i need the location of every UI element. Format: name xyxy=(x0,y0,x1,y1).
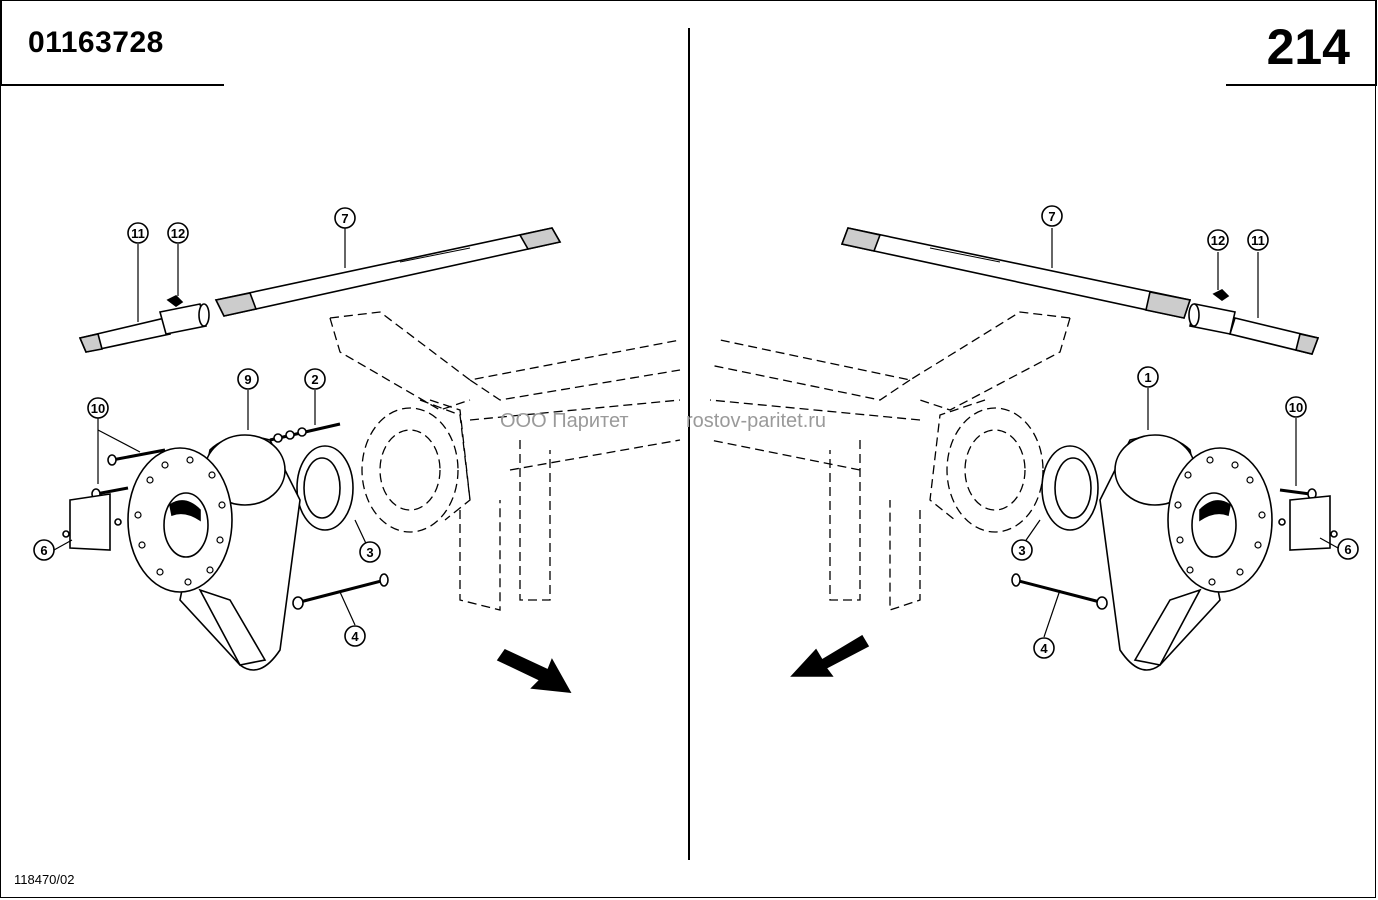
left-callouts: 11 12 7 10 9 2 6 3 4 xyxy=(33,207,381,647)
callout-left-3: 3 xyxy=(359,541,381,563)
doc-number: 01163728 xyxy=(28,26,164,59)
title-box-left-edge xyxy=(0,0,2,86)
right-gear-housing-1 xyxy=(1099,434,1273,671)
right-flange-bolt-holes xyxy=(1174,456,1266,586)
title-box-left-underline xyxy=(0,84,224,86)
page-number: 214 xyxy=(1266,19,1350,75)
callout-right-6: 6 xyxy=(1337,538,1359,560)
right-callouts: 7 12 11 1 10 3 6 4 xyxy=(1011,205,1359,659)
svg-text:9: 9 xyxy=(244,372,251,387)
svg-text:7: 7 xyxy=(1048,209,1055,224)
left-flange-bolt-holes xyxy=(134,456,226,586)
svg-text:11: 11 xyxy=(1251,233,1265,248)
callout-right-7: 7 xyxy=(1041,205,1063,227)
right-exploded-view: 7 12 11 1 10 3 6 4 xyxy=(709,205,1359,677)
callout-left-4: 4 xyxy=(344,625,366,647)
callout-left-9: 9 xyxy=(237,368,259,390)
right-seal-ring-3 xyxy=(1041,445,1099,531)
svg-text:6: 6 xyxy=(1344,542,1351,557)
callout-right-1: 1 xyxy=(1137,366,1159,388)
callout-right-11: 11 xyxy=(1247,229,1269,251)
title-box-right-edge xyxy=(1375,0,1377,86)
left-direction-arrow xyxy=(496,648,572,693)
svg-text:4: 4 xyxy=(1040,641,1048,656)
svg-text:12: 12 xyxy=(171,226,185,241)
title-box-right-underline xyxy=(1226,84,1376,86)
left-bolt-2 xyxy=(269,422,341,443)
svg-text:2: 2 xyxy=(311,372,318,387)
right-frame-dashed xyxy=(709,311,1071,611)
callout-right-12: 12 xyxy=(1207,229,1229,251)
callout-left-12: 12 xyxy=(167,222,189,244)
left-bracket-6 xyxy=(62,493,122,551)
callout-left-2: 2 xyxy=(304,368,326,390)
right-shaft-11 xyxy=(1188,289,1320,355)
svg-text:11: 11 xyxy=(131,226,145,241)
left-gear-housing-9 xyxy=(127,434,301,671)
left-frame-dashed xyxy=(329,311,681,611)
right-shaft-7 xyxy=(840,227,1192,319)
center-divider xyxy=(688,28,690,860)
watermark-company: ООО Паритет xyxy=(500,410,629,432)
callout-left-7: 7 xyxy=(334,207,356,229)
left-shaft-7 xyxy=(214,227,562,317)
svg-text:1: 1 xyxy=(1144,370,1151,385)
svg-text:7: 7 xyxy=(341,211,348,226)
right-long-bolt-4 xyxy=(1011,573,1108,610)
left-seal-ring-3 xyxy=(296,445,354,531)
callout-left-6: 6 xyxy=(33,539,55,561)
right-bracket-6 xyxy=(1278,495,1338,551)
svg-text:10: 10 xyxy=(1289,400,1303,415)
svg-text:3: 3 xyxy=(366,545,373,560)
svg-text:3: 3 xyxy=(1018,543,1025,558)
svg-text:4: 4 xyxy=(351,629,359,644)
callout-left-10: 10 xyxy=(87,397,109,419)
watermark-site: rostov-paritet.ru xyxy=(686,410,827,432)
svg-text:6: 6 xyxy=(40,543,47,558)
callout-right-3: 3 xyxy=(1011,539,1033,561)
svg-text:12: 12 xyxy=(1211,233,1225,248)
ref-code: 118470/02 xyxy=(14,872,75,887)
left-exploded-view: 11 12 7 10 9 2 6 3 4 xyxy=(33,207,681,693)
callout-left-11: 11 xyxy=(127,222,149,244)
callout-right-4: 4 xyxy=(1033,637,1055,659)
svg-text:10: 10 xyxy=(91,401,105,416)
left-long-bolt-4 xyxy=(292,573,389,610)
callout-right-10: 10 xyxy=(1285,396,1307,418)
left-shaft-11 xyxy=(78,295,210,353)
right-direction-arrow xyxy=(790,634,870,677)
right-bolt-10 xyxy=(1279,488,1317,500)
